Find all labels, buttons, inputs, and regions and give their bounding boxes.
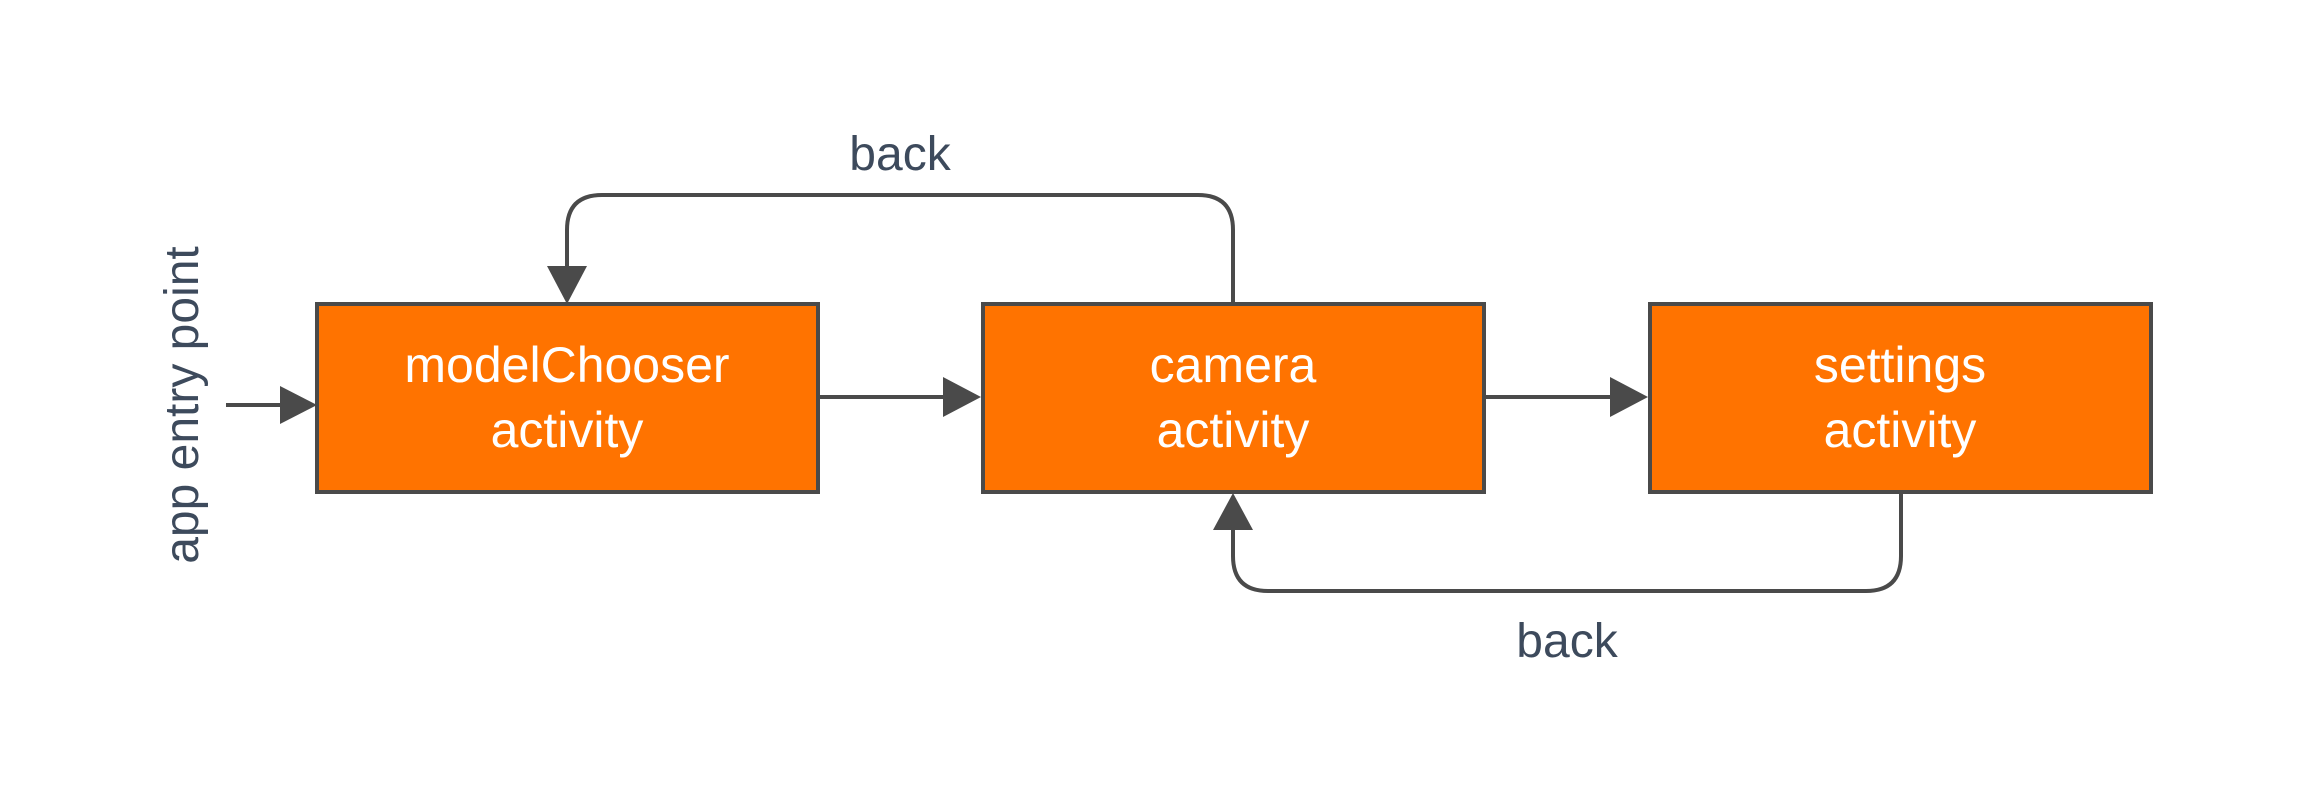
back-label-bottom: back — [1516, 615, 1618, 668]
back-arrow-camera-to-model-chooser — [547, 193, 1235, 304]
node-settings-activity: settings activity — [1648, 302, 2153, 494]
node-settings-line1: settings — [1814, 337, 1986, 393]
node-settings-line2: activity — [1824, 402, 1977, 458]
entry-point-label: app entry point — [156, 246, 209, 564]
back-label-top: back — [849, 128, 951, 181]
back-arrow-settings-to-camera — [1213, 492, 1903, 593]
entry-arrow — [226, 386, 317, 424]
node-model-chooser-activity: modelChooser activity — [315, 302, 820, 494]
arrow-model-chooser-to-camera — [818, 377, 981, 417]
node-camera-line2: activity — [1157, 402, 1310, 458]
node-model-chooser-line2: activity — [491, 402, 644, 458]
node-camera-line1: camera — [1150, 337, 1317, 393]
arrow-camera-to-settings — [1485, 377, 1648, 417]
node-camera-activity: camera activity — [981, 302, 1486, 494]
node-model-chooser-line1: modelChooser — [404, 337, 729, 393]
